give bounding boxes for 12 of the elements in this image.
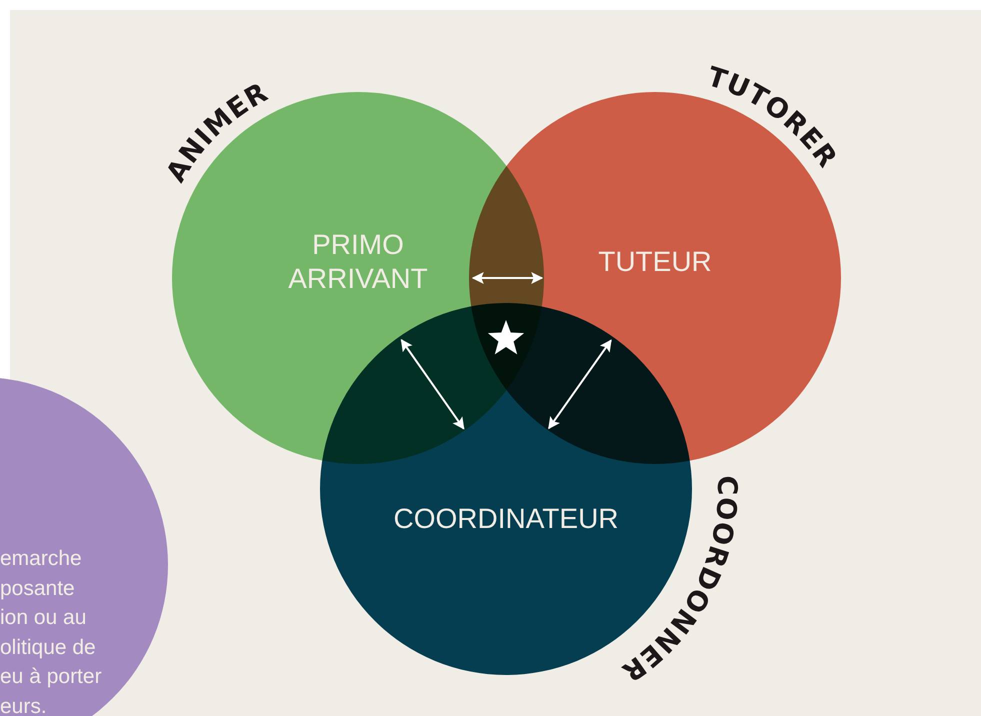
role-label: PRIMO ARRIVANT: [287, 228, 429, 296]
double-arrow: [400, 339, 464, 430]
role-label: COORDINATEUR: [392, 502, 620, 536]
role-label: TUTEUR: [597, 245, 713, 279]
text-fragment: emarche: [0, 546, 82, 572]
double-arrow: [472, 272, 544, 284]
double-arrow: [548, 339, 612, 430]
text-fragment: ion ou au: [0, 605, 86, 631]
text-fragment: eu à porter: [0, 664, 102, 690]
text-fragment: eurs.: [0, 694, 47, 716]
text-fragment: posante: [0, 576, 75, 602]
text-fragment: olitique de: [0, 634, 96, 660]
